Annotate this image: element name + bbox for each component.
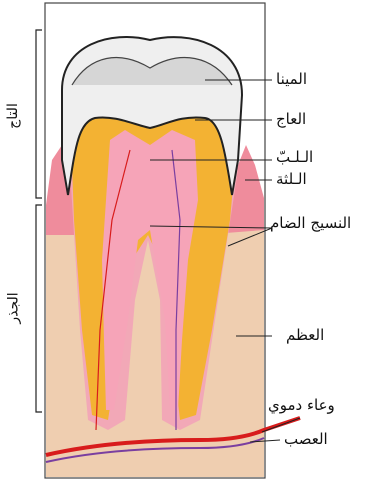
label-enamel: المينا bbox=[276, 70, 307, 88]
label-blood-vessel: وعاء دموي bbox=[268, 396, 335, 414]
label-bone: العظم bbox=[286, 326, 324, 344]
label-nerve: العصب bbox=[284, 430, 328, 448]
label-gum: الـلثة bbox=[276, 170, 307, 188]
label-pulp: الـلـبّ bbox=[276, 148, 313, 166]
root-bracket bbox=[36, 205, 42, 412]
crown-bracket bbox=[36, 30, 42, 198]
label-dentin: العاج bbox=[276, 110, 306, 128]
region-root: الجذر bbox=[6, 292, 22, 323]
region-crown: التاج bbox=[5, 103, 21, 129]
label-cementum: النسيج الضام bbox=[270, 214, 351, 232]
